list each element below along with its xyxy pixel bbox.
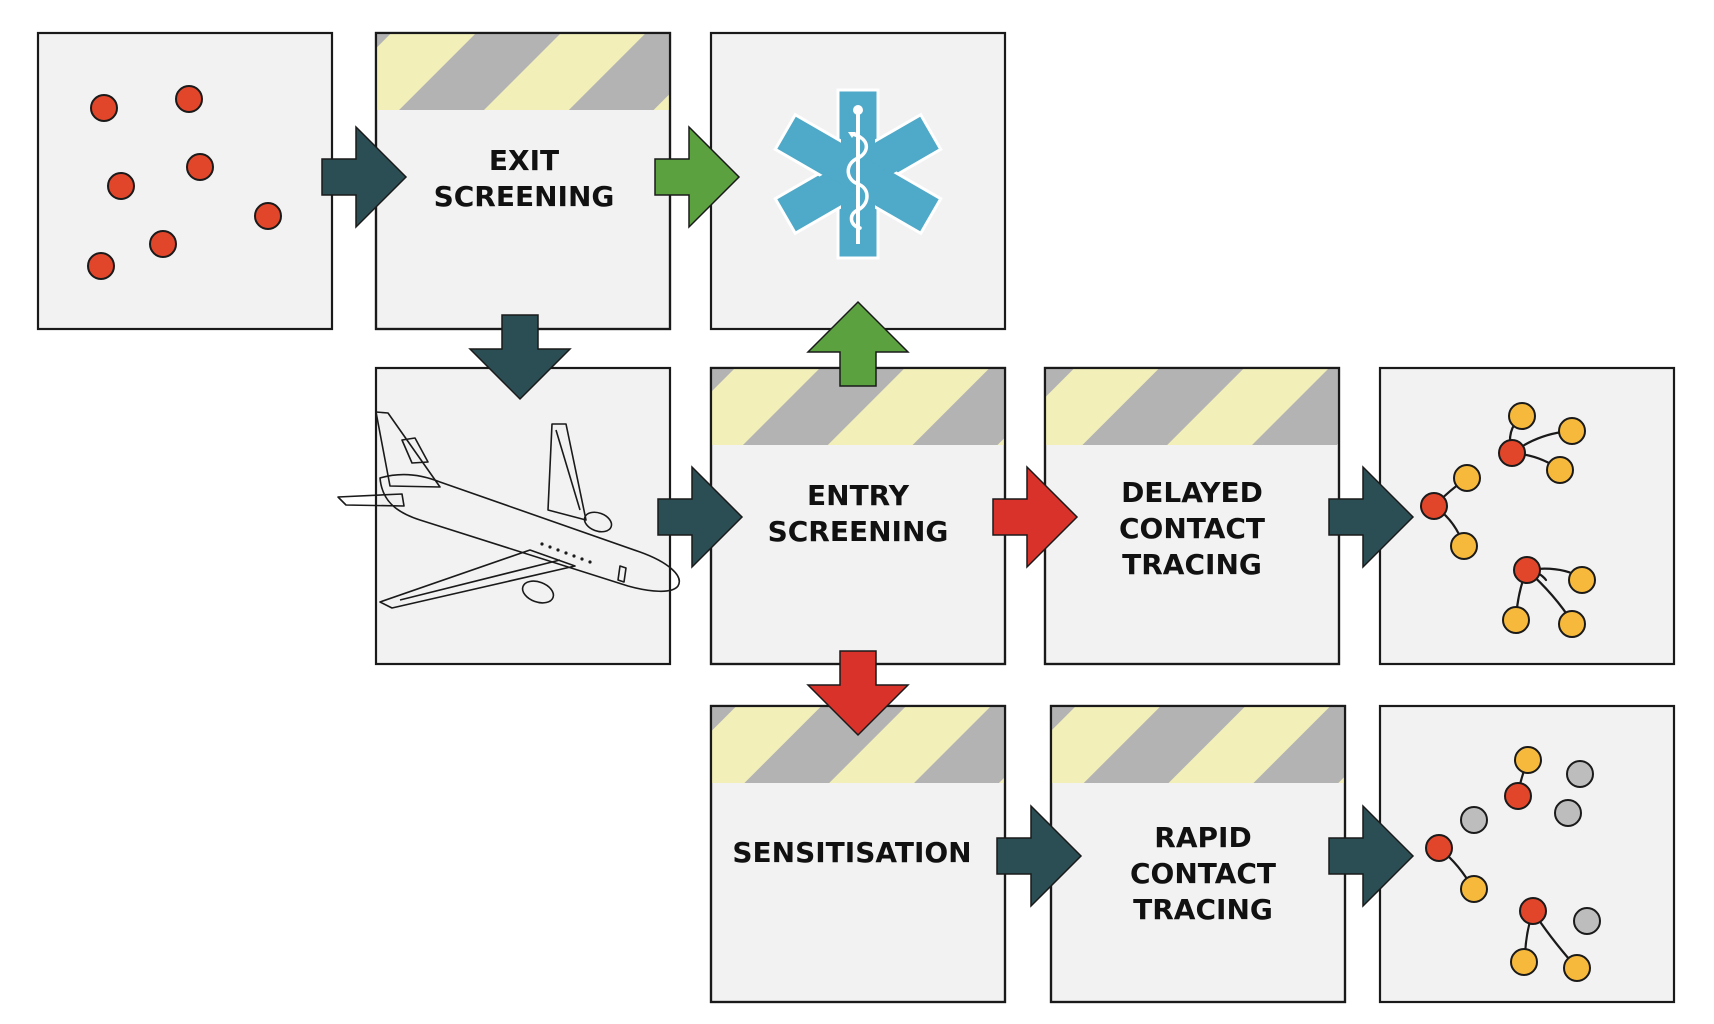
rapid-clusters-box — [1378, 704, 1676, 1004]
rapid-contact-tracing-box: RAPID CONTACT TRACING — [1049, 704, 1347, 1004]
entry-screening-box: ENTRY SCREENING — [709, 366, 1007, 666]
delayed-label-line-3: TRACING — [1122, 548, 1262, 581]
arrow-exit-to-medical — [654, 125, 741, 229]
contact-cluster-icon — [1425, 746, 1601, 982]
arrow-entry-to-medical — [806, 300, 910, 387]
travel-box — [374, 366, 672, 666]
entry-screening-label-line-1: ENTRY — [807, 479, 910, 512]
exit-screening-box: EXIT SCREENING — [374, 31, 672, 331]
delayed-label-line-1: DELAYED — [1121, 476, 1263, 509]
exit-screening-label-line-2: SCREENING — [434, 180, 615, 213]
arrow-cases-to-exit — [321, 125, 408, 229]
sensitisation-box: SENSITISATION — [709, 704, 1007, 1004]
arrow-entry-to-sensitisation — [806, 650, 910, 737]
delayed-contact-tracing-box: DELAYED CONTACT TRACING — [1043, 366, 1341, 666]
entry-screening-label-line-2: SCREENING — [768, 515, 949, 548]
hazard-stripes — [1045, 368, 1339, 445]
hazard-stripes — [376, 33, 670, 110]
delayed-label-line-2: CONTACT — [1119, 512, 1265, 545]
arrow-sensitisation-to-rapid — [996, 804, 1083, 908]
sensitisation-label: SENSITISATION — [732, 836, 971, 869]
rapid-label-line-2: CONTACT — [1130, 857, 1276, 890]
delayed-clusters-box — [1378, 366, 1676, 666]
arrow-entry-to-delayed — [992, 465, 1079, 569]
medical-care-box — [709, 31, 1007, 331]
exit-screening-label-line-1: EXIT — [489, 144, 559, 177]
arrow-rapid-to-clusters — [1328, 804, 1415, 908]
airplane-icon — [337, 411, 681, 609]
red-dots-icon — [87, 85, 282, 280]
infected-cases-box — [36, 31, 334, 331]
arrow-delayed-to-clusters — [1328, 465, 1415, 569]
arrow-exit-to-travel — [468, 314, 572, 401]
rapid-label-line-1: RAPID — [1154, 821, 1251, 854]
rapid-label-line-3: TRACING — [1133, 893, 1273, 926]
star-of-life-icon — [773, 88, 943, 260]
arrow-travel-to-entry — [657, 465, 744, 569]
hazard-stripes — [1051, 706, 1345, 783]
contact-cluster-icon — [1420, 402, 1596, 638]
